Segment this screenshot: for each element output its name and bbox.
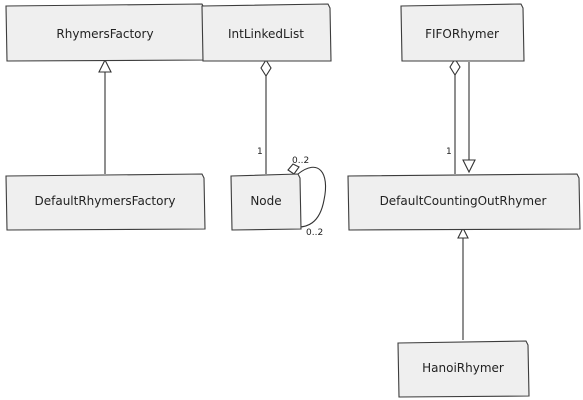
class-default-rhymers-factory[interactable]: DefaultRhymersFactory [5,173,206,231]
class-name-default-rhymers-factory: DefaultRhymersFactory [35,194,176,208]
self-aggregation-diamond-node [287,163,300,175]
generalization-arrowhead-hanoi [457,226,469,239]
aggregation-diamond-list [260,58,272,78]
class-name-rhymers-factory: RhymersFactory [56,27,153,41]
class-node[interactable]: Node [230,173,302,231]
class-default-counting-out-rhymer[interactable]: DefaultCountingOutRhymer [347,173,581,231]
class-int-linked-list[interactable]: IntLinkedList [201,3,332,62]
class-box-shape [397,340,530,398]
generalization-arrowhead-fifo [462,159,476,174]
class-rhymers-factory[interactable]: RhymersFactory [5,3,206,62]
class-name-fifo-rhymer: FIFORhymer [425,27,499,41]
multiplicity-node-self-source: 0..2 [292,156,309,166]
class-hanoi-rhymer[interactable]: HanoiRhymer [397,340,530,398]
class-name-hanoi-rhymer: HanoiRhymer [422,361,504,375]
generalization-arrowhead-factory [98,58,112,73]
class-name-node: Node [250,194,281,208]
relationships [98,57,476,340]
multiplicity-node-self-target: 0..2 [306,228,323,238]
class-fifo-rhymer[interactable]: FIFORhymer [400,3,525,62]
aggregation-diamond-fifo [449,57,461,77]
class-box-shape [400,3,525,62]
multiplicity-fifo-default: 1 [446,147,452,157]
class-box-shape [230,173,302,231]
class-box-shape [347,173,581,231]
self-aggregation-loop-node [289,166,326,228]
multiplicity-list-node: 1 [257,147,263,157]
multiplicity-labels: 1 0..2 0..2 1 [257,147,452,238]
class-box-shape [201,3,332,62]
class-box-shape [5,173,206,231]
class-name-default-counting-out-rhymer: DefaultCountingOutRhymer [380,194,547,208]
class-name-int-linked-list: IntLinkedList [228,27,304,41]
